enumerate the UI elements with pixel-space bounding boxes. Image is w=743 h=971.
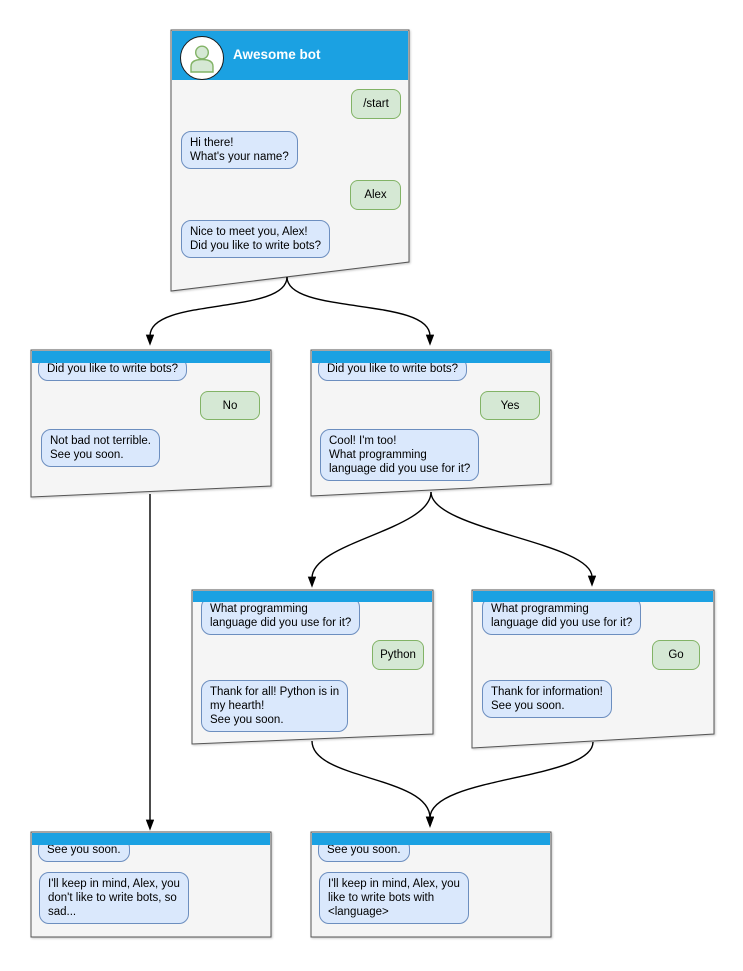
chat-window-header [32, 833, 270, 845]
edge-python-to-end [311, 740, 435, 828]
user-message-bubble: Go [652, 640, 700, 670]
bot-message-bubble: I'll keep in mind, Alex, you like to wri… [319, 872, 469, 924]
bot-name: Awesome bot [233, 47, 321, 62]
person-icon [190, 44, 214, 73]
edge-start-to-no [145, 276, 288, 346]
edge-yes-to-go [430, 491, 597, 587]
bot-avatar [180, 36, 224, 80]
chat-window-header [193, 591, 432, 602]
user-message-bubble: Python [372, 640, 424, 670]
bot-message-bubble: What programming language did you use fo… [201, 597, 361, 635]
bot-message-bubble: Not bad not terrible. See you soon. [41, 429, 161, 467]
bot-message-bubble: Thank for all! Python is in my hearth! S… [201, 680, 349, 732]
chat-window-header [473, 591, 713, 602]
edge-yes-to-python [307, 491, 432, 588]
bot-message-bubble: What programming language did you use fo… [482, 597, 642, 635]
chat-window-header [32, 351, 270, 363]
user-message-bubble: Alex [350, 180, 401, 210]
user-message-bubble: /start [351, 89, 401, 119]
bot-message-bubble: Thank for information! See you soon. [482, 680, 612, 718]
user-message-bubble: Yes [480, 391, 540, 420]
chat-window-header [312, 833, 550, 845]
bot-message-bubble: Cool! I'm too! What programming language… [320, 429, 480, 481]
bot-message-bubble: Nice to meet you, Alex! Did you like to … [181, 220, 331, 258]
edge-go-to-end [425, 741, 594, 828]
bot-message-bubble: I'll keep in mind, Alex, you don't like … [39, 872, 189, 924]
user-message-bubble: No [200, 391, 260, 420]
bot-message-bubble: Hi there! What's your name? [181, 131, 298, 169]
chat-window-header [312, 351, 550, 363]
edge-start-to-yes [286, 276, 435, 346]
